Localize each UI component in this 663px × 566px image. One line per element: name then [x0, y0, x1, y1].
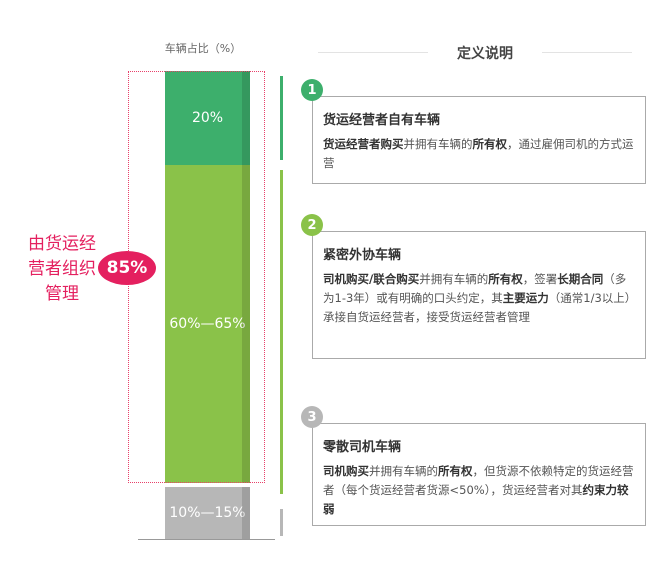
connector-bar-2 — [280, 170, 283, 494]
header-divider-left — [318, 52, 428, 53]
body-text: 并拥有车辆的 — [403, 137, 473, 151]
segment-partner: 60%—65% — [165, 165, 250, 483]
body-text: ，通过雇佣司机的方式运营 — [323, 137, 634, 170]
emphasis-text: 约束力较弱 — [323, 483, 629, 516]
definition-header: 定义说明 — [457, 46, 513, 62]
segment-owned-label: 20% — [191, 110, 224, 126]
header-divider-right — [542, 52, 632, 53]
body-text: （通常1/3以上）承接自货运经营者，接受货运经营者管理 — [323, 291, 631, 324]
body-text: ，签署 — [522, 272, 558, 286]
definition-card-2: 紧密外协车辆 司机购买/联合购买并拥有车辆的所有权，签署长期合同（多为1-3年）… — [312, 231, 646, 359]
connector-bar-1 — [280, 76, 283, 160]
card-number-badge: 2 — [301, 214, 323, 236]
emphasis-text: 货运经营者购买 — [323, 137, 404, 151]
body-text: （多为1-3年）或有明确的口头约定，其 — [323, 272, 627, 305]
segment-independent-label: 10%—15% — [169, 505, 246, 521]
definition-card-1: 货运经营者自有车辆 货运经营者购买并拥有车辆的所有权，通过雇佣司机的方式运营 — [312, 96, 646, 184]
segment-partner-label: 60%—65% — [169, 316, 246, 332]
connector-bar-3 — [280, 509, 283, 536]
emphasis-text: 长期合同 — [557, 272, 604, 286]
card-description: 司机购买并拥有车辆的所有权，但货源不依赖特定的货运经营者（每个货运经营者货源<5… — [323, 462, 635, 519]
card-title: 货运经营者自有车辆 — [323, 113, 441, 128]
card-number-badge: 3 — [301, 406, 323, 428]
card-description: 司机购买/联合购买并拥有车辆的所有权，签署长期合同（多为1-3年）或有明确的口头… — [323, 270, 635, 327]
segment-owned: 20% — [165, 71, 250, 165]
card-title: 零散司机车辆 — [323, 440, 402, 455]
segment-independent: 10%—15% — [165, 487, 250, 539]
card-number-badge: 1 — [301, 79, 323, 101]
definition-card-3: 零散司机车辆 司机购买并拥有车辆的所有权，但货源不依赖特定的货运经营者（每个货运… — [312, 423, 646, 526]
emphasis-text: 主要运力 — [502, 291, 549, 305]
card-title: 紧密外协车辆 — [323, 248, 402, 263]
body-text: ，但货源不依赖特定的货运经营者（每个货运经营者货源<50%），货运经营者对其 — [323, 464, 634, 497]
emphasis-text: 司机购买 — [323, 464, 369, 478]
emphasis-text: 所有权 — [488, 272, 523, 286]
column-header: 车辆占比（%） — [164, 42, 242, 55]
body-text: 并拥有车辆的 — [369, 464, 438, 478]
emphasis-text: 所有权 — [472, 137, 508, 151]
body-text: 并拥有车辆的 — [419, 272, 489, 286]
card-description: 货运经营者购买并拥有车辆的所有权，通过雇佣司机的方式运营 — [323, 135, 635, 173]
baseline — [138, 539, 275, 540]
emphasis-text: 所有权 — [438, 464, 473, 478]
emphasis-text: 司机购买/联合购买 — [323, 272, 420, 286]
managed-share-badge: 85% — [98, 251, 156, 285]
managed-group-label: 由货运经营者组织管理 — [28, 234, 96, 304]
